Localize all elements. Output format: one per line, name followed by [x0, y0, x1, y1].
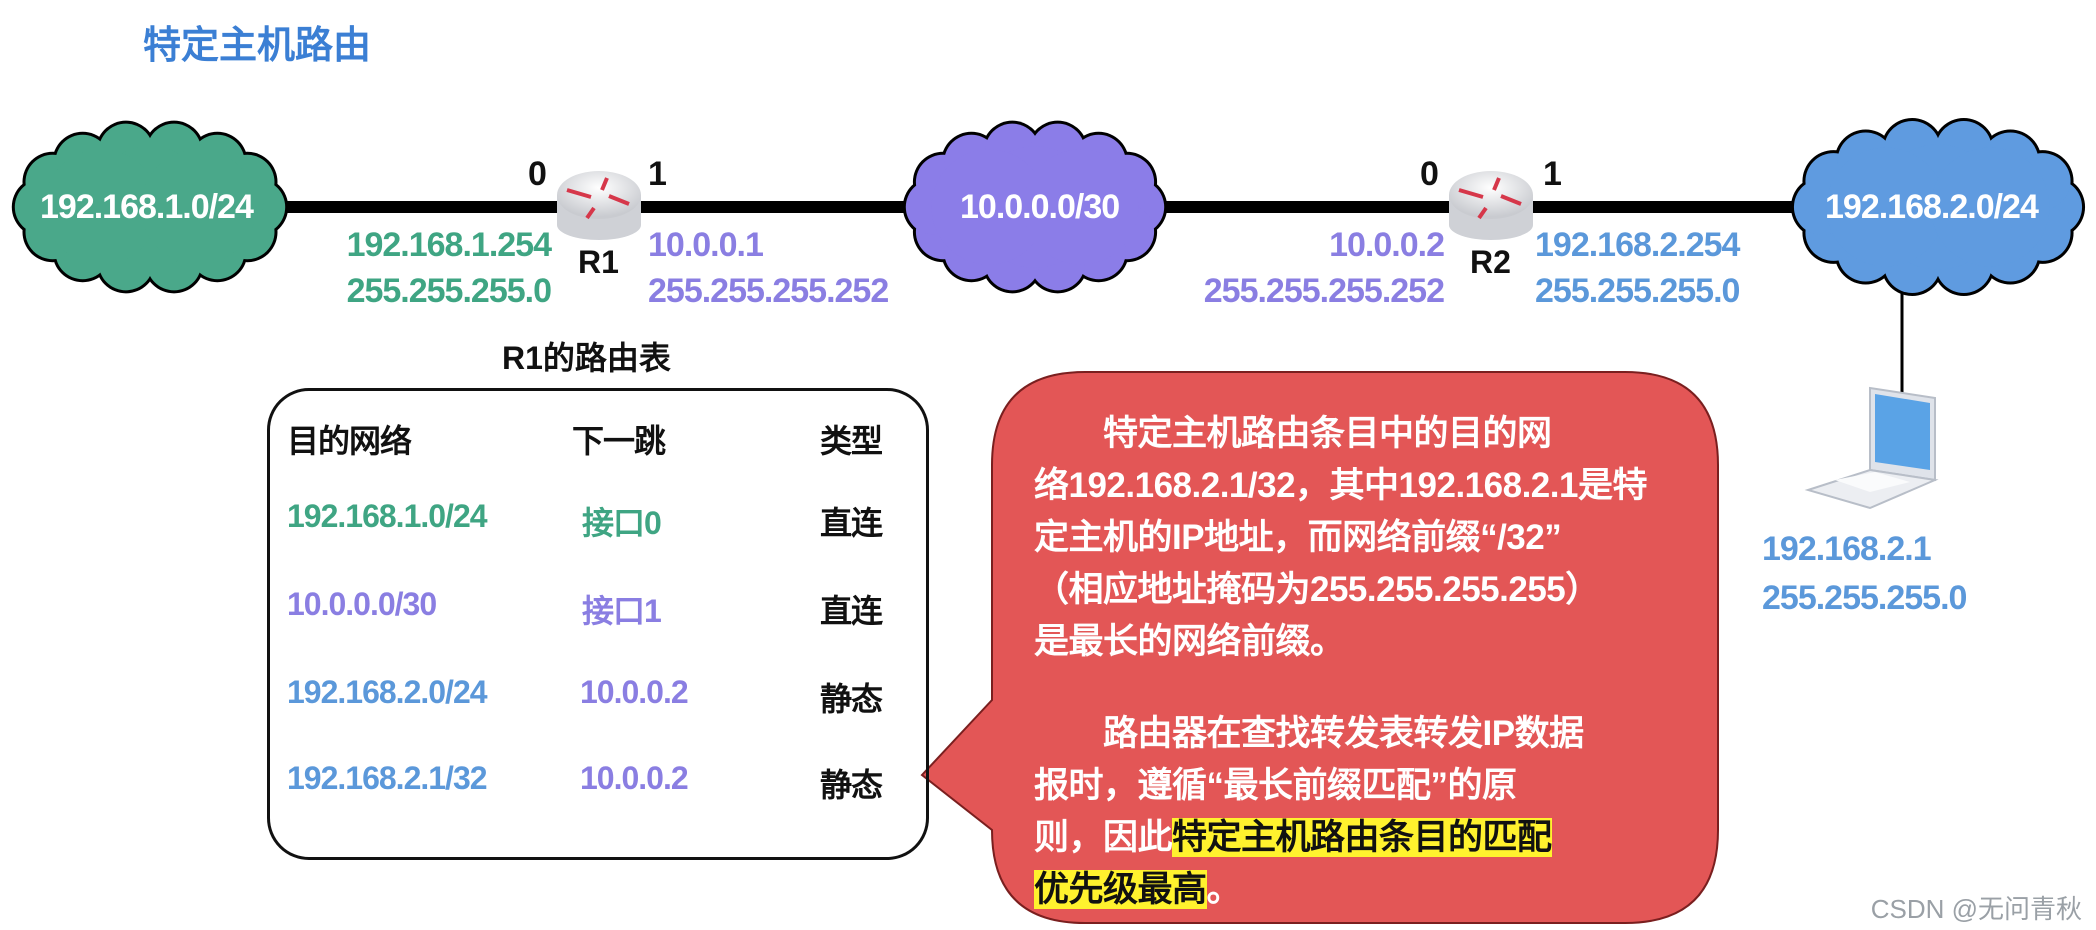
r2-if0-mask: 255.255.255.252: [1203, 272, 1445, 310]
cloud-net2: [902, 120, 1168, 294]
r1-if0-mask: 255.255.255.0: [346, 272, 552, 310]
header-next-hop: 下一跳: [572, 423, 666, 459]
row-type: 静态: [820, 681, 883, 717]
r2-if0-ip: 10.0.0.2: [1329, 226, 1445, 264]
r2-if1-mask: 255.255.255.0: [1535, 272, 1740, 310]
host-ip: 192.168.2.1: [1762, 530, 1932, 568]
row-destination: 192.168.2.0/24: [287, 674, 488, 710]
watermark: CSDN @无问青秋: [1870, 894, 2082, 924]
r2-port0-label: 0: [1420, 155, 1439, 193]
row-next-hop: 接口0: [582, 505, 662, 541]
page-title: 特定主机路由: [143, 25, 372, 67]
r2-port1-label: 1: [1543, 155, 1562, 193]
row-type: 直连: [820, 593, 883, 629]
router-r2-icon: [1449, 171, 1533, 240]
r2-name: R2: [1470, 244, 1511, 280]
callout-line: 则，因此特定主机路由条目的匹配: [1034, 812, 1694, 864]
header-destination: 目的网络: [287, 423, 412, 459]
row-destination: 10.0.0.0/30: [287, 586, 437, 622]
network-label-net1: 192.168.1.0/24: [40, 188, 254, 226]
router-r1-icon: [557, 171, 641, 240]
r1-name: R1: [578, 244, 619, 280]
callout-bubble: [920, 371, 1719, 924]
callout-text-plain: 。: [1206, 870, 1242, 909]
routing-table-title: R1的路由表: [502, 340, 671, 376]
callout-line: 定主机的IP地址，而网络前缀“/32”: [1034, 518, 1562, 557]
callout-line: 络192.168.2.1/32，其中192.168.2.1是特: [1034, 466, 1647, 505]
row-next-hop: 10.0.0.2: [580, 760, 689, 796]
row-next-hop: 10.0.0.2: [580, 674, 689, 710]
row-next-hop: 接口1: [582, 593, 662, 629]
callout-line: 是最长的网络前缀。: [1034, 622, 1345, 661]
r1-if1-ip: 10.0.0.1: [648, 226, 764, 264]
r1-port0-label: 0: [528, 155, 547, 193]
row-type: 静态: [820, 767, 883, 803]
callout-line: 报时，遵循“最长前缀匹配”的原: [1034, 766, 1517, 805]
callout-line: 优先级最高。: [1034, 864, 1694, 916]
routing-table: [267, 388, 929, 860]
callout-text-plain: 则，因此: [1034, 818, 1173, 857]
network-label-net2: 10.0.0.0/30: [960, 188, 1120, 226]
callout-line: 特定主机路由条目中的目的网: [1034, 414, 1552, 453]
callout-text: 特定主机路由条目中的目的网 络192.168.2.1/32，其中192.168.…: [1034, 408, 1694, 916]
row-destination: 192.168.2.1/32: [287, 760, 488, 796]
r2-if1-ip: 192.168.2.254: [1535, 226, 1740, 264]
host-mask: 255.255.255.0: [1762, 579, 1967, 617]
network-label-net3: 192.168.2.0/24: [1825, 188, 2039, 226]
callout-line: （相应地址掩码为255.255.255.255）: [1034, 570, 1600, 609]
header-type: 类型: [820, 423, 883, 459]
callout-highlight: 优先级最高: [1034, 870, 1207, 909]
callout-highlight: 特定主机路由条目的匹配: [1172, 818, 1552, 857]
row-destination: 192.168.1.0/24: [287, 498, 488, 534]
laptop-host-icon: [1804, 386, 1939, 510]
r1-if1-mask: 255.255.255.252: [648, 272, 889, 310]
cloud-net3: [1790, 118, 2086, 296]
r1-port1-label: 1: [648, 155, 667, 193]
callout-line: 路由器在查找转发表转发IP数据: [1034, 714, 1584, 753]
row-type: 直连: [820, 505, 883, 541]
r1-if0-ip: 192.168.1.254: [346, 226, 552, 264]
cloud-net1: [11, 120, 289, 294]
